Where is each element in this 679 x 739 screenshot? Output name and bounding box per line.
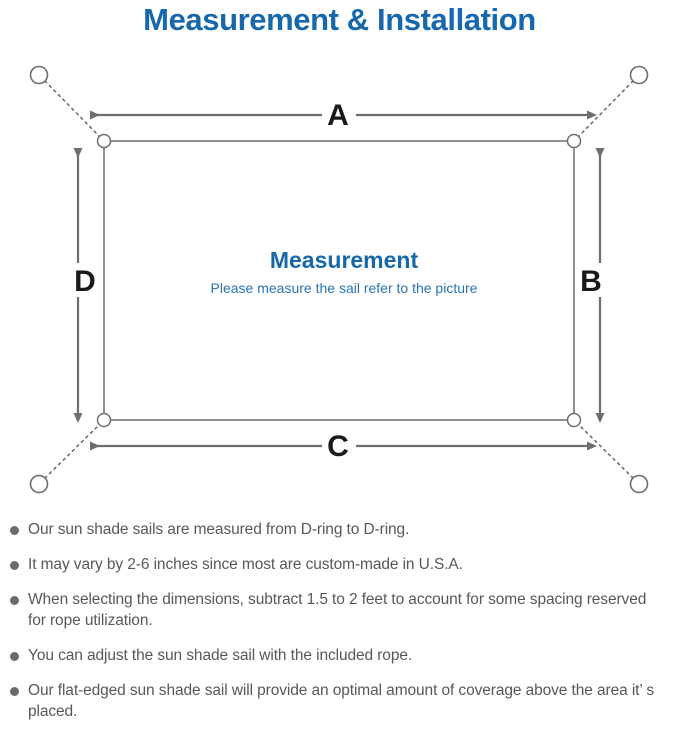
rope-line-top-left bbox=[44, 80, 101, 138]
note-text: It may vary by 2-6 inches since most are… bbox=[28, 556, 463, 573]
d-ring-bottom-left bbox=[96, 412, 112, 428]
note-text: Our sun shade sails are measured from D-… bbox=[28, 521, 410, 538]
bullet-icon bbox=[10, 561, 19, 570]
anchor-bottom-right bbox=[629, 474, 649, 494]
sail-rectangle bbox=[103, 140, 575, 421]
d-ring-top-left bbox=[96, 133, 112, 149]
anchor-bottom-left bbox=[29, 474, 49, 494]
rope-line-top-right bbox=[577, 80, 634, 138]
bullet-icon bbox=[10, 596, 19, 605]
dimension-label-a: A bbox=[327, 99, 349, 132]
dimension-label-c: C bbox=[327, 430, 349, 463]
d-ring-bottom-right bbox=[566, 412, 582, 428]
bullet-icon bbox=[10, 687, 19, 696]
list-item: When selecting the dimensions, subtract … bbox=[0, 589, 679, 631]
list-item: Our flat-edged sun shade sail will provi… bbox=[0, 680, 679, 722]
dimension-label-d: D bbox=[74, 265, 96, 298]
measurement-subheading: Please measure the sail refer to the pic… bbox=[211, 280, 478, 296]
notes-list: Our sun shade sails are measured from D-… bbox=[0, 519, 679, 736]
rope-line-bottom-left bbox=[44, 423, 101, 479]
shade-sail-measurement-diagram: A C D B Measurement Please measure the s… bbox=[29, 65, 649, 494]
note-text: When selecting the dimensions, subtract … bbox=[28, 591, 647, 629]
page-title: Measurement & Installation bbox=[143, 2, 536, 37]
anchor-top-right bbox=[629, 65, 649, 85]
bullet-icon bbox=[10, 652, 19, 661]
anchor-top-left bbox=[29, 65, 49, 85]
dimension-label-b: B bbox=[580, 265, 602, 298]
d-ring-top-right bbox=[566, 133, 582, 149]
note-text: You can adjust the sun shade sail with t… bbox=[28, 647, 413, 664]
list-item: You can adjust the sun shade sail with t… bbox=[0, 645, 679, 666]
measurement-heading: Measurement bbox=[270, 247, 419, 273]
note-text: Our flat-edged sun shade sail will provi… bbox=[28, 682, 654, 720]
bullet-icon bbox=[10, 526, 19, 535]
list-item: Our sun shade sails are measured from D-… bbox=[0, 519, 679, 540]
rope-line-bottom-right bbox=[577, 423, 634, 479]
list-item: It may vary by 2-6 inches since most are… bbox=[0, 554, 679, 575]
